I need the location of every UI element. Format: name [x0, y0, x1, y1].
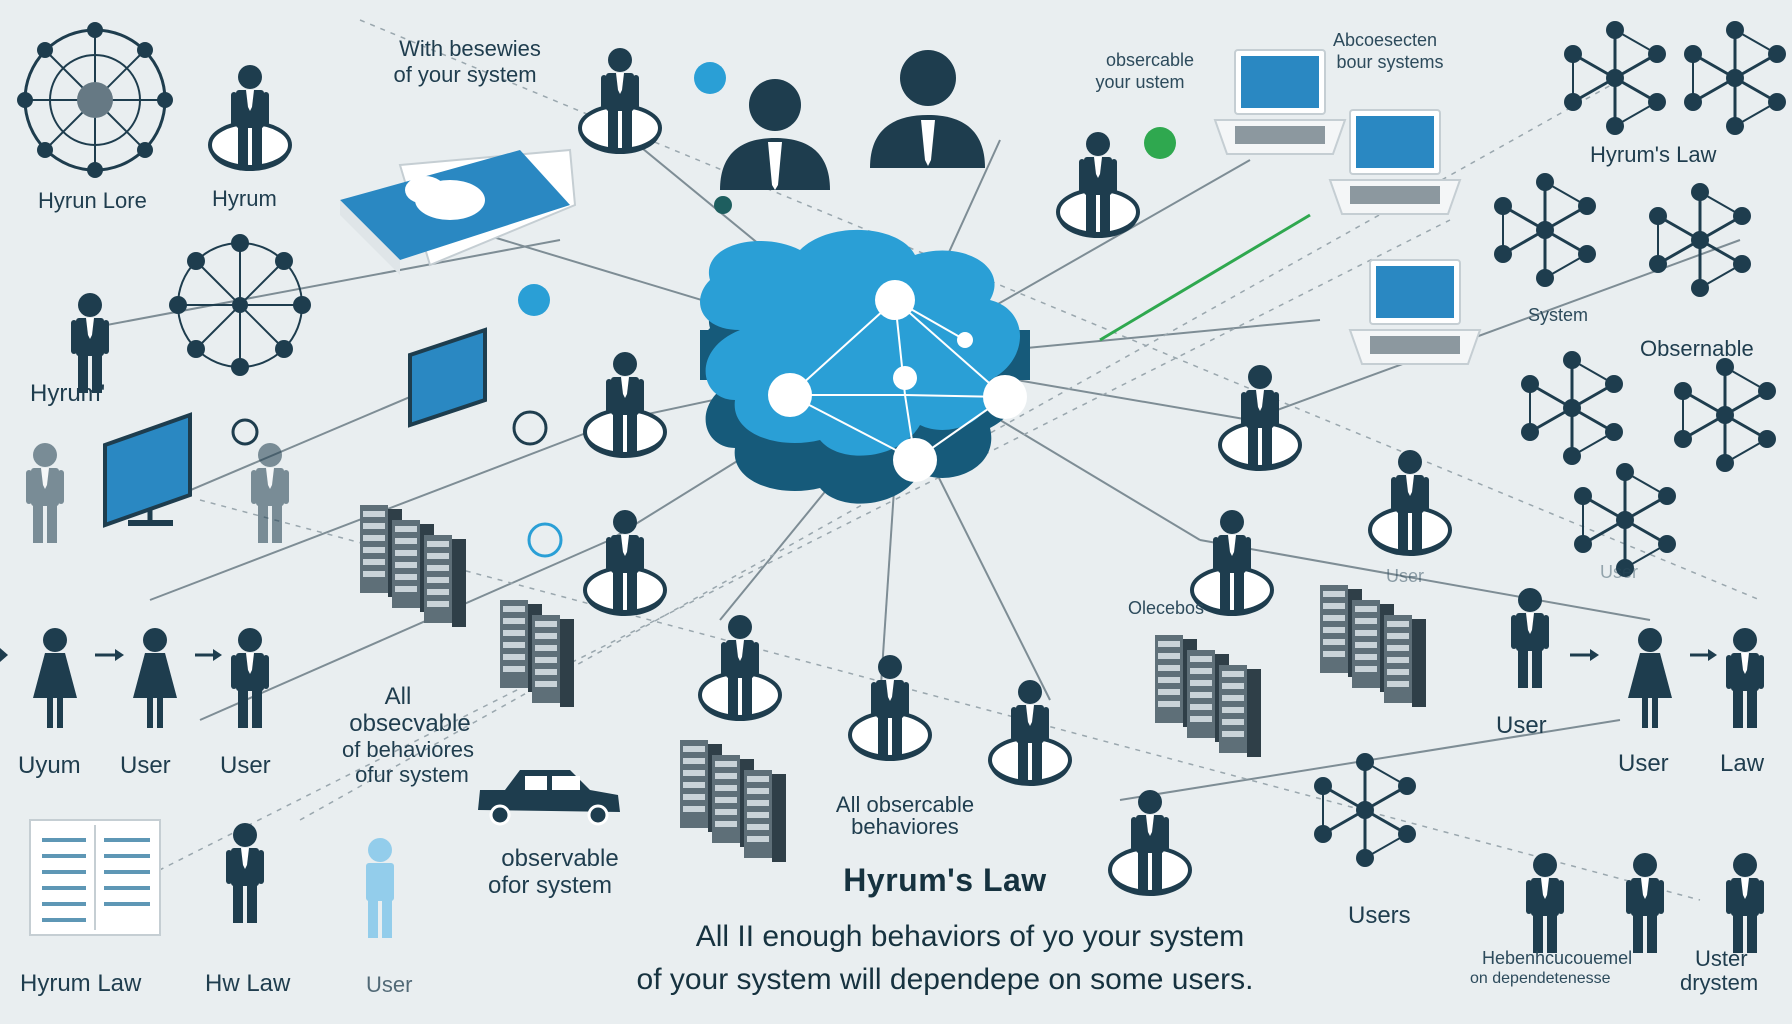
- label-hyrum-law-bottom: Hyrum Law: [20, 970, 142, 997]
- label-uster-1: Uster: [1695, 946, 1748, 971]
- label-all-obs-center-2: behaviores: [851, 814, 959, 839]
- network-node-icon: [1562, 19, 1668, 137]
- label-dependence-1: Hebenhcucouemel: [1482, 948, 1633, 968]
- cloud-storage-panel: [340, 148, 577, 275]
- network-node-icon: [1647, 181, 1753, 299]
- label-user-bottom: User: [366, 972, 413, 997]
- label-user-right-faint: User: [1600, 562, 1639, 582]
- server-rack-mid-left: [500, 600, 574, 707]
- label-users-bottom: Users: [1348, 902, 1411, 929]
- user-figure: [1218, 365, 1302, 473]
- user-flow-right: [1511, 588, 1764, 728]
- label-with-behaviors-2: of your system: [393, 62, 537, 87]
- label-hyrum-left: Hyrum': [30, 380, 106, 407]
- label-system-right: System: [1528, 305, 1589, 325]
- network-node-icon: [169, 234, 311, 376]
- label-all-obs-4: ofur system: [355, 762, 469, 787]
- label-hyrums-law-right: Hyrum's Law: [1590, 142, 1717, 167]
- label-all-obs-1: All: [384, 683, 412, 710]
- label-user-right-mid: User: [1386, 566, 1425, 586]
- user-figure: [71, 293, 109, 393]
- label-abs-top-2: bour systems: [1336, 52, 1444, 72]
- tagline-line-2: of your system will dependepe on some us…: [636, 963, 1254, 996]
- user-figure: [1056, 132, 1140, 240]
- laptop-1: [1214, 49, 1346, 155]
- server-rack-bottom: [680, 740, 786, 862]
- monitor-mid: [408, 327, 487, 428]
- network-node-icon: [1312, 751, 1418, 869]
- label-observable-car-2: ofor system: [487, 872, 613, 899]
- user-figure: [583, 352, 667, 460]
- label-user-left-2: User: [220, 752, 271, 779]
- user-figure: [208, 65, 292, 173]
- user-bust: [720, 50, 985, 190]
- server-rack-left: [360, 505, 466, 627]
- central-cloud: [700, 229, 1030, 504]
- label-obs-top-1: obsercable: [1105, 50, 1195, 70]
- server-rack-mid-right: [1155, 635, 1261, 757]
- label-observable-car-1: observable: [501, 845, 619, 872]
- label-uyum: Uyum: [18, 752, 81, 779]
- network-node-icon: [1572, 461, 1678, 579]
- label-obs-top-2: your ustem: [1095, 72, 1185, 92]
- label-with-behaviors-1: With besewies: [399, 36, 541, 61]
- user-flow-left: [0, 628, 269, 728]
- label-all-obs-2: obsecvable: [349, 710, 471, 737]
- user-row-bottom-right: [1526, 853, 1764, 953]
- user-figure-light: [366, 838, 394, 938]
- user-figure: [578, 48, 662, 156]
- user-figure: [848, 655, 932, 763]
- label-uster-2: drystem: [1680, 970, 1759, 995]
- label-abs-top-1: Abcoesecten: [1332, 30, 1438, 50]
- network-node-icon: [1492, 171, 1598, 289]
- network-node-icon: [1519, 349, 1625, 467]
- accent-dots: [231, 62, 1176, 558]
- label-law-rb: Law: [1720, 750, 1765, 777]
- label-hyrun-lore: Hyrun Lore: [38, 188, 147, 213]
- label-dependence-2: on dependetenesse: [1470, 970, 1611, 987]
- network-node-icon: [1682, 19, 1788, 137]
- server-rack-right: [1320, 585, 1426, 707]
- user-figure: [698, 615, 782, 723]
- car-icon: [478, 770, 620, 826]
- network-node-icon: [17, 22, 173, 178]
- label-user-rb-1: User: [1496, 712, 1547, 739]
- network-node-icon: [1672, 356, 1778, 474]
- label-hyrum-top: Hyrum: [212, 186, 277, 211]
- label-user-left-1: User: [120, 752, 171, 779]
- label-hw-law: Hw Law: [205, 970, 291, 997]
- laptop-3: [1349, 259, 1481, 365]
- tagline-line-1: All II enough behaviors of yo your syste…: [695, 920, 1245, 953]
- user-figure: [226, 823, 264, 923]
- label-observable-right: Obsernable: [1640, 336, 1754, 361]
- monitor-left: [103, 412, 192, 528]
- user-figure: [583, 510, 667, 618]
- user-figure: [1108, 790, 1192, 898]
- diagram-title: Hyrum's Law: [843, 862, 1047, 898]
- user-figure: [988, 680, 1072, 788]
- laptop-2: [1329, 109, 1461, 215]
- document-list-icon: [29, 819, 161, 936]
- label-olecebo: Olecebos: [1128, 598, 1205, 618]
- label-all-obs-center-1: All obsercable: [835, 792, 975, 817]
- label-all-obs-3: of behaviores: [341, 737, 475, 762]
- label-user-rb-2: User: [1618, 750, 1669, 777]
